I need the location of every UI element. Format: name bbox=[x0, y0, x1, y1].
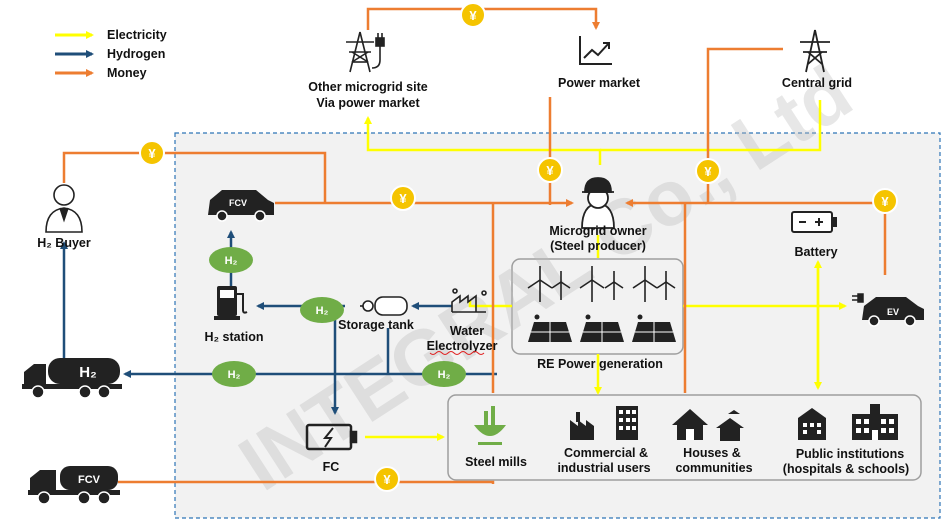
electricity-flows bbox=[364, 100, 847, 441]
truck-icon: H₂ bbox=[22, 358, 122, 399]
h2-station-label: H₂ station bbox=[204, 330, 263, 344]
tower-icon bbox=[346, 31, 374, 73]
public-institutions-label-2: (hospitals & schools) bbox=[783, 462, 909, 476]
chart-icon bbox=[579, 36, 612, 65]
coin-power-market: ¥ bbox=[537, 157, 563, 183]
microgrid-owner-label-1: Microgrid owner bbox=[549, 224, 646, 238]
svg-text:¥: ¥ bbox=[399, 191, 407, 206]
coin-fcv: ¥ bbox=[390, 185, 416, 211]
fuel-pump-icon bbox=[214, 286, 248, 320]
svg-text:¥: ¥ bbox=[881, 194, 889, 209]
coin-central-grid: ¥ bbox=[695, 158, 721, 184]
coin-other-to-market: ¥ bbox=[460, 2, 486, 28]
person-icon bbox=[45, 184, 83, 233]
microgrid-owner-label-2: (Steel producer) bbox=[550, 239, 646, 253]
solar-panel-icon bbox=[528, 314, 676, 342]
svg-text:¥: ¥ bbox=[469, 8, 477, 23]
h2-bubble-station: H₂ bbox=[209, 247, 253, 273]
svg-text:FCV: FCV bbox=[229, 198, 247, 208]
h2-buyer-label: H₂ Buyer bbox=[37, 236, 91, 250]
svg-text:¥: ¥ bbox=[704, 164, 712, 179]
plug-car-icon: EV bbox=[852, 293, 924, 327]
houses-label-1: Houses & bbox=[683, 446, 741, 460]
commercial-label-2: industrial users bbox=[557, 461, 650, 475]
pylon-icon bbox=[800, 29, 830, 73]
spell-underline bbox=[429, 351, 485, 355]
building-icon bbox=[570, 406, 638, 440]
svg-text:¥: ¥ bbox=[383, 472, 391, 487]
svg-text:H₂: H₂ bbox=[79, 364, 97, 381]
other-microgrid-label-1: Other microgrid site bbox=[308, 80, 428, 94]
tank-icon bbox=[360, 296, 408, 316]
wind-turbine-icon bbox=[527, 266, 676, 302]
money-flows bbox=[62, 7, 887, 484]
public-institutions-label-1: Public institutions bbox=[796, 447, 904, 461]
water-electrolyzer-label-2: Electrolyzer bbox=[427, 339, 498, 353]
house-icon bbox=[672, 409, 744, 441]
helmet-worker-icon bbox=[581, 177, 615, 229]
factory-icon bbox=[451, 288, 487, 313]
truck-icon: FCV bbox=[28, 466, 120, 505]
car-icon: FCV bbox=[208, 190, 274, 222]
water-electrolyzer-label-1: Water bbox=[450, 324, 484, 338]
svg-text:H₂: H₂ bbox=[228, 369, 241, 381]
h2-bubble-pipe-left: H₂ bbox=[212, 361, 256, 387]
svg-text:¥: ¥ bbox=[148, 146, 156, 161]
hospital-icon bbox=[798, 404, 898, 440]
svg-text:EV: EV bbox=[887, 307, 899, 317]
houses-label-2: communities bbox=[675, 461, 752, 475]
other-microgrid-label-2: Via power market bbox=[316, 96, 420, 110]
commercial-label-1: Commercial & bbox=[564, 446, 648, 460]
re-power-label: RE Power generation bbox=[537, 357, 663, 371]
plug-icon bbox=[371, 33, 385, 69]
coin-buyer: ¥ bbox=[139, 140, 165, 166]
battery-label: Battery bbox=[794, 245, 837, 259]
svg-text:H₂: H₂ bbox=[225, 255, 238, 267]
power-market-label: Power market bbox=[558, 76, 641, 90]
svg-text:¥: ¥ bbox=[546, 163, 554, 178]
steel-mills-label: Steel mills bbox=[465, 455, 527, 469]
steel-mill-icon bbox=[474, 406, 506, 445]
coin-ev: ¥ bbox=[872, 188, 898, 214]
battery-icon bbox=[791, 211, 837, 233]
h2-bubble-pipe-right: H₂ bbox=[422, 361, 466, 387]
storage-tank-label: Storage tank bbox=[338, 318, 414, 332]
svg-text:FCV: FCV bbox=[78, 474, 101, 486]
legend-money: Money bbox=[107, 66, 147, 80]
fc-label: FC bbox=[323, 460, 340, 474]
h2-bubble-tank: H₂ bbox=[300, 297, 344, 323]
central-grid-label: Central grid bbox=[782, 76, 852, 90]
coin-truck: ¥ bbox=[374, 466, 400, 492]
svg-text:H₂: H₂ bbox=[438, 369, 451, 381]
legend-hydrogen: Hydrogen bbox=[107, 47, 165, 61]
legend-electricity: Electricity bbox=[107, 28, 167, 42]
legend: Electricity Hydrogen Money bbox=[55, 28, 167, 80]
svg-text:H₂: H₂ bbox=[316, 305, 329, 317]
fuel-cell-icon bbox=[305, 423, 358, 451]
